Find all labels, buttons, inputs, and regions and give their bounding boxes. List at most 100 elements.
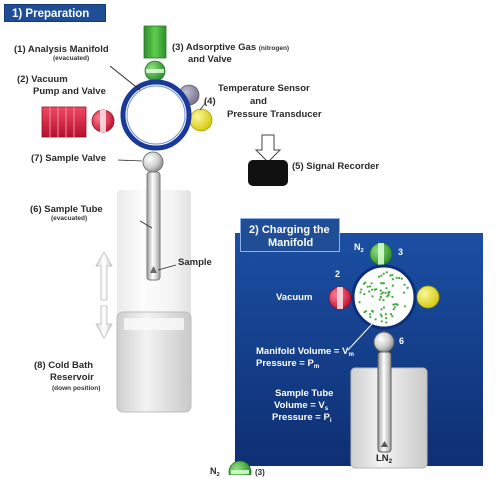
pressure-transducer-icon: [189, 108, 213, 132]
gas-molecule: [406, 286, 409, 289]
adsorptive-gas-note: (nitrogen): [258, 45, 290, 52]
gas-molecule: [395, 303, 398, 306]
gas-molecule: [364, 281, 367, 284]
gas-molecule: [368, 285, 372, 288]
gas-molecule: [380, 292, 383, 295]
adsorptive-gas-label: (3) Adsorptive Gas (nitrogen): [172, 42, 290, 53]
gas-molecule: [391, 284, 394, 287]
gas-molecule: [391, 278, 394, 281]
adsorptive-gas-icon: [143, 25, 167, 82]
panel-num2-label: 2: [335, 269, 341, 279]
charging-header-line1: 2) Charging the: [249, 224, 330, 236]
sample-valve-icon: [142, 151, 164, 173]
gas-molecule: [358, 301, 361, 304]
sample-label: Sample: [178, 257, 212, 268]
signal-recorder-label: (5) Signal Recorder: [292, 161, 380, 172]
gas-molecule: [384, 291, 387, 294]
sensor-number-label: (4): [204, 96, 216, 107]
analysis-manifold-label: (1) Analysis Manifold: [14, 44, 109, 55]
gas-molecule: [389, 313, 393, 316]
sample-tube-note: (evacuated): [51, 215, 88, 222]
gas-molecule: [403, 283, 406, 286]
gas-molecule: [366, 285, 369, 288]
signal-recorder-icon: [248, 134, 288, 186]
gas-molecule: [388, 290, 391, 293]
gas-molecule: [394, 303, 397, 306]
analysis-manifold-icon: [120, 79, 192, 151]
manifold-volume-label: Manifold Volume = Vm: [256, 346, 354, 358]
panel-transducer-icon: [416, 285, 440, 309]
gas-molecule: [382, 272, 385, 275]
gas-molecule: [377, 275, 381, 278]
gas-molecule: [395, 276, 398, 279]
gas-molecule: [380, 308, 383, 311]
manifold-pressure-label: Pressure = Pm: [256, 358, 320, 370]
gas-molecule: [391, 273, 394, 277]
gas-molecule: [391, 315, 394, 318]
panel-num3-label: 3: [398, 247, 404, 257]
adsorptive-gas-label-line2: and Valve: [188, 54, 232, 65]
gas-molecule: [370, 282, 373, 285]
panel-sample-tube: [377, 351, 392, 453]
gas-molecule: [370, 288, 373, 291]
gas-molecule: [385, 321, 388, 324]
gas-molecule: [368, 290, 371, 293]
sample-tube-volume-label: Volume = Vs: [274, 400, 329, 412]
preparation-header: 1) Preparation: [4, 4, 106, 22]
gas-molecule: [381, 282, 384, 285]
gas-molecule: [382, 306, 385, 309]
temp-sensor-label-line2: and: [250, 96, 267, 107]
ln2-label: LN2: [376, 453, 393, 465]
section3-n2-label: N2: [210, 466, 220, 478]
gas-molecule: [363, 311, 366, 314]
leader-line: [109, 65, 141, 91]
charging-header: 2) Charging the Manifold: [240, 218, 340, 252]
gas-molecule: [369, 315, 372, 319]
gas-molecule: [379, 313, 382, 316]
gas-molecule: [385, 317, 388, 320]
gas-molecule: [380, 315, 383, 318]
up-down-arrows-icon: [95, 251, 113, 339]
gas-molecule: [385, 287, 388, 290]
temp-sensor-label-line1: Temperature Sensor: [218, 83, 310, 94]
gas-molecule: [385, 271, 388, 274]
analysis-manifold-note: (evacuated): [53, 55, 90, 62]
gas-molecule: [387, 294, 390, 297]
sample-tube-label: (6) Sample Tube: [30, 204, 103, 215]
gas-molecule: [404, 305, 407, 308]
gas-molecule: [379, 295, 382, 298]
gas-molecule: [368, 313, 372, 316]
panel-num6-label: 6: [399, 336, 405, 346]
cold-bath-label-line2: Reservoir: [50, 372, 94, 383]
panel-vacuum-label: Vacuum: [276, 292, 313, 303]
section3-num3-label: (3): [255, 468, 265, 477]
gas-molecule: [392, 303, 395, 306]
sample-tube-pressure-label: Pressure = Pi: [272, 412, 332, 424]
gas-molecule: [378, 298, 381, 301]
temp-sensor-label-line3: Pressure Transducer: [227, 109, 322, 120]
sample-icon: [150, 266, 157, 273]
charging-header-line2: Manifold: [268, 237, 314, 249]
gas-molecule: [363, 293, 366, 296]
panel-n2-label: N2: [354, 242, 364, 254]
gas-molecule: [380, 274, 383, 277]
panel-manifold-icon: [351, 264, 417, 330]
gas-molecules: [358, 271, 409, 324]
gas-molecule: [392, 308, 395, 311]
vacuum-label-line2: Pump and Valve: [33, 86, 106, 97]
panel-valve-icon: [373, 331, 395, 353]
gas-molecule: [380, 320, 383, 323]
gas-molecule: [391, 295, 394, 298]
gas-molecule: [403, 291, 406, 294]
gas-molecule: [373, 288, 376, 291]
cold-bath-label-line1: (8) Cold Bath: [34, 360, 94, 371]
panel-sample-tube-label: Sample Tube: [275, 388, 334, 399]
cold-bath-note: (down position): [52, 385, 101, 392]
gas-molecule: [374, 318, 377, 321]
gas-molecule: [398, 277, 401, 280]
cold-bath-reservoir: [116, 190, 192, 413]
gas-molecule: [389, 274, 392, 277]
gas-molecule: [371, 295, 374, 298]
